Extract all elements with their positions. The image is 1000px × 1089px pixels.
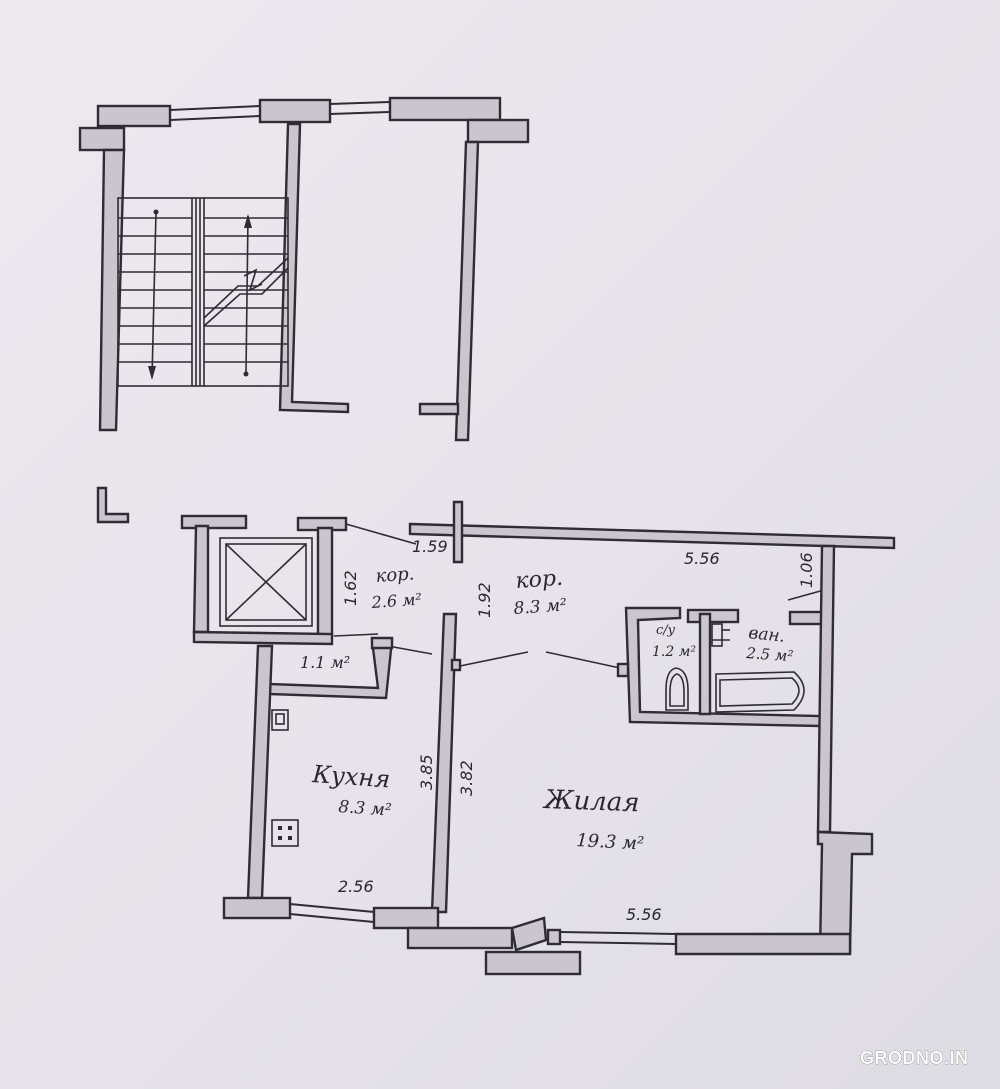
dimension-5-56-bottom: 5.56 — [626, 905, 662, 924]
room-name-toilet: с/у — [656, 623, 676, 638]
room-name-kitchen: Кухня — [311, 760, 391, 793]
watermark-text: GRODNO.IN — [860, 1048, 969, 1068]
room-area-corridor-small: 2.6 м² — [370, 590, 422, 613]
room-area-closet: 1.1 м² — [300, 653, 350, 672]
dimension-1-59: 1.59 — [412, 537, 448, 556]
dimension-3-82: 3.82 — [457, 760, 476, 796]
bathtub-icon — [715, 671, 805, 713]
room-name-corridor-main: кор. — [515, 566, 564, 594]
dimension-1-92: 1.92 — [475, 582, 494, 618]
room-name-corridor-small: кор. — [375, 563, 415, 587]
dimension-5-56-top: 5.56 — [684, 549, 720, 568]
room-name-living: Жилая — [542, 785, 640, 818]
dimension-3-85: 3.85 — [417, 754, 436, 790]
dimension-1-62: 1.62 — [341, 570, 360, 606]
room-area-kitchen: 8.3 м² — [338, 797, 393, 821]
apartment — [180, 500, 896, 976]
room-area-bathroom: 2.5 м² — [745, 644, 794, 665]
dimension-1-06: 1.06 — [797, 552, 816, 588]
stairwell — [78, 96, 530, 442]
stove-icon — [271, 819, 299, 847]
elevator-shaft-icon — [180, 514, 348, 646]
dimension-2-56: 2.56 — [338, 877, 374, 896]
room-area-living: 19.3 м² — [576, 830, 645, 855]
toilet-icon — [665, 667, 689, 711]
stairs-icon — [117, 197, 289, 387]
room-area-toilet: 1.2 м² — [652, 644, 696, 660]
room-area-corridor-main: 8.3 м² — [513, 595, 568, 619]
corner-mark — [96, 486, 130, 524]
room-name-bathroom: ван. — [747, 623, 786, 647]
